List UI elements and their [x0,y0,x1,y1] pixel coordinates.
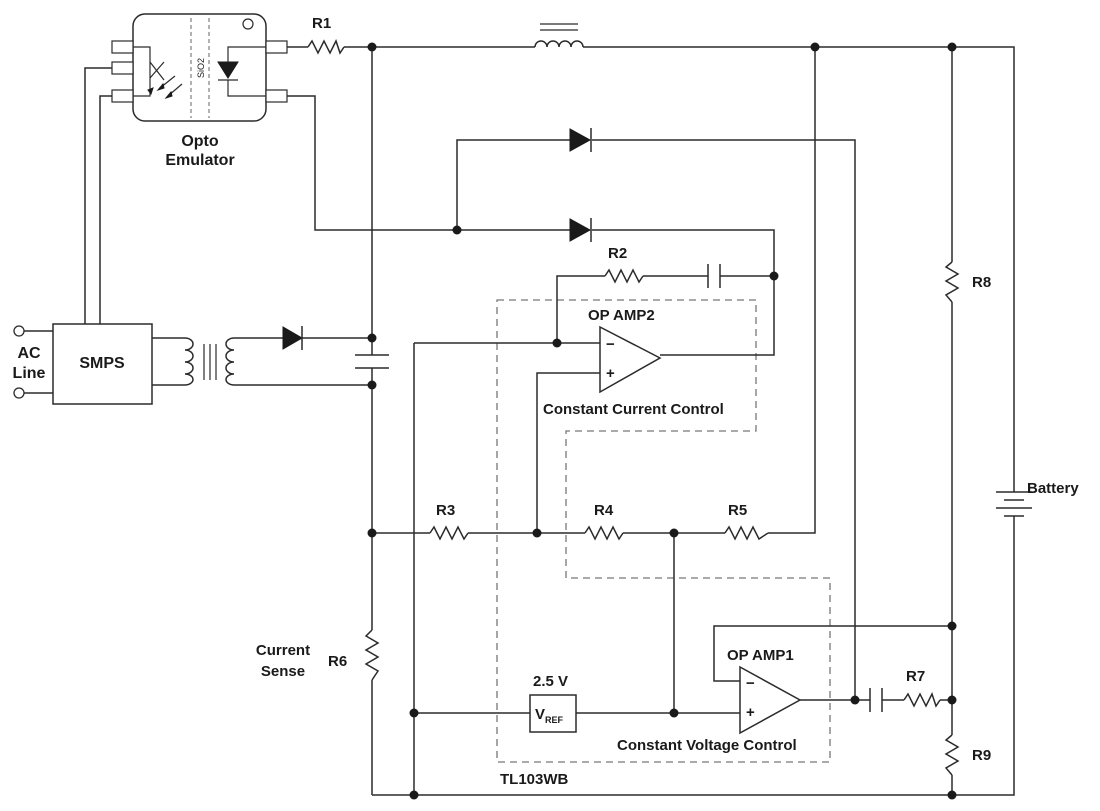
current-sense-line1: Current [256,642,310,659]
opto-label-line1: Opto [181,133,219,150]
inductor [534,23,584,48]
diode-rectifier [282,326,303,350]
transformer [184,337,235,386]
label-r3: R3 [436,502,455,519]
current-sense-line2: Sense [261,663,305,680]
opto-label-line2: Emulator [165,152,234,169]
label-r2: R2 [608,245,627,262]
op-amp2-label: OP AMP2 [588,307,655,324]
label-r5: R5 [728,502,747,519]
label-r4: R4 [594,502,614,519]
resistor-r9 [944,734,960,776]
op-amp1-plus: + [746,704,755,721]
ac-label-line1: AC [17,345,41,362]
battery-symbol [996,491,1032,522]
op-amp2 [599,325,662,394]
ac-terminal-bottom [13,387,25,399]
vref-label: VREF [535,706,564,725]
resistor-r6 [364,629,380,681]
vref-value-label: 2.5 V [533,673,568,690]
smps-label: SMPS [79,355,125,372]
opto-emulator: SiO2 [111,13,288,122]
capacitor-output [355,354,389,369]
ac-label-line2: Line [13,365,46,382]
constant-voltage-label: Constant Voltage Control [617,737,797,754]
label-r7: R7 [906,668,925,685]
label-r9: R9 [972,747,991,764]
vref-box [529,694,577,733]
resistor-r2 [604,268,644,284]
wires [22,46,1015,796]
label-r6: R6 [328,653,347,670]
constant-current-label: Constant Current Control [543,401,724,418]
tl103wb-outline [496,299,831,763]
capacitor-c7 [869,688,883,712]
resistor-r7 [903,692,941,708]
diode-lower [569,218,592,242]
op-amp2-plus: + [606,365,615,382]
battery-label: Battery [1027,480,1079,497]
sio2-label: SiO2 [196,58,206,78]
capacitor-c2 [707,264,721,288]
op-amp2-minus: − [606,336,615,353]
ac-terminal-top [13,325,25,337]
op-amp1-minus: − [746,675,755,692]
resistor-r5 [724,525,769,541]
resistor-r4 [584,525,624,541]
op-amp1 [739,665,802,735]
resistor-r8 [944,261,960,303]
junction-dots [367,42,957,800]
resistor-r1 [307,39,345,55]
op-amp1-label: OP AMP1 [727,647,794,664]
label-r1: R1 [312,15,331,32]
resistor-r3 [429,525,469,541]
diode-upper [569,128,592,152]
label-r8: R8 [972,274,991,291]
smps-box [52,323,153,405]
tl103wb-label: TL103WB [500,771,569,788]
